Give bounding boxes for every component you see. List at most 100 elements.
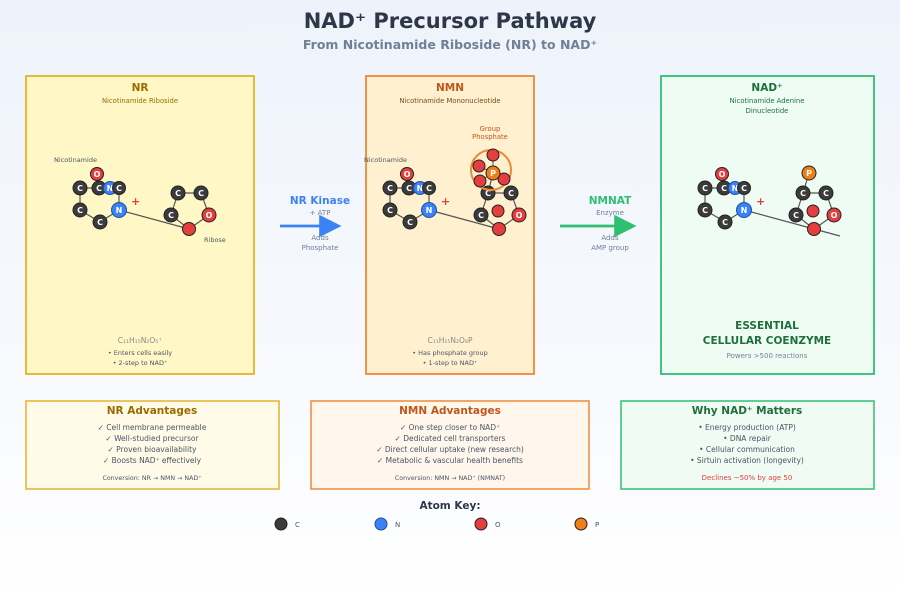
- carbon-atom: C: [818, 185, 834, 201]
- nr-ribose-label: Ribose: [204, 236, 226, 244]
- atom-key-label: P: [595, 521, 599, 529]
- oxygen-atom: [497, 172, 511, 186]
- nad-decline-footer: Declines ~50% by age 50: [702, 474, 793, 482]
- page-subtitle: From Nicotinamide Riboside (NR) to NAD⁺: [303, 37, 597, 52]
- svg-text:O: O: [206, 211, 213, 220]
- nad-matters-item: • DNA repair: [723, 434, 772, 443]
- nmn-advantages-title: NMN Advantages: [399, 405, 501, 417]
- nr-advantage-item: ✓ Cell membrane permeable: [98, 423, 207, 432]
- oxygen-atom: [182, 222, 196, 236]
- carbon-atom: C: [92, 214, 108, 230]
- nr-full-name: Nicotinamide Riboside: [102, 97, 178, 105]
- phosphate-group: P: [470, 148, 512, 191]
- nmn-bullet-1: • Has phosphate group: [412, 349, 488, 357]
- carbon-atom: C: [697, 180, 713, 196]
- step2-desc-1: Adds: [601, 234, 619, 242]
- step1-desc-1: Adds: [311, 234, 329, 242]
- nr-formula: C₁₁H₁₅N₂O₅⁺: [118, 336, 162, 345]
- carbon-atom: C: [716, 180, 732, 196]
- carbon-atom: C: [91, 180, 107, 196]
- nr-panel: NR Nicotinamide Riboside Nicotinamide Ri…: [25, 75, 255, 375]
- nmn-formula: C₁₁H₁₅N₂O₈P: [428, 336, 473, 345]
- nr-advantage-item: ✓ Boosts NAD⁺ effectively: [103, 456, 202, 465]
- carbon-atom: C: [112, 181, 126, 195]
- carbon-atom: C: [473, 207, 489, 223]
- svg-text:C: C: [116, 184, 122, 193]
- oxygen-atom: O: [511, 207, 527, 223]
- svg-text:O: O: [719, 170, 726, 179]
- carbon-atom: C: [422, 181, 436, 195]
- atom-key-label: C: [295, 521, 300, 529]
- svg-text:N: N: [116, 206, 123, 215]
- carbon-atom: C: [795, 185, 811, 201]
- carbon-atom: C: [737, 181, 751, 195]
- powers-label: Powers >500 reactions: [727, 352, 808, 360]
- oxygen-atom: [806, 204, 820, 218]
- carbon-atom: C: [72, 180, 88, 196]
- carbon-atom: C: [170, 185, 186, 201]
- carbon-atom: C: [382, 202, 398, 218]
- svg-text:C: C: [426, 184, 432, 193]
- svg-text:C: C: [741, 184, 747, 193]
- positive-charge: +: [441, 195, 450, 208]
- svg-text:C: C: [175, 189, 181, 198]
- svg-text:C: C: [97, 218, 103, 227]
- nad-matters-item: • Sirtuin activation (longevity): [690, 456, 804, 465]
- carbon-atom: C: [193, 185, 209, 201]
- svg-text:C: C: [702, 206, 708, 215]
- essential-label-1: ESSENTIAL: [735, 320, 799, 332]
- svg-text:C: C: [800, 189, 806, 198]
- nr-bullet-1: • Enters cells easily: [108, 349, 172, 357]
- phosphorus-atom: P: [801, 165, 817, 181]
- nr-atoms: C C N C O C C N + C C O C: [72, 167, 217, 236]
- carbon-atom: C: [163, 207, 179, 223]
- atom-key-oxygen: O: [474, 517, 501, 531]
- step2-desc-2: AMP group: [591, 244, 629, 252]
- svg-text:O: O: [94, 170, 101, 179]
- svg-text:N: N: [107, 184, 114, 193]
- nr-advantage-item: ✓ Well-studied precursor: [105, 434, 199, 443]
- oxygen-atom: O: [90, 167, 104, 181]
- nmn-advantage-item: ✓ Direct cellular uptake (new research): [376, 445, 524, 454]
- nitrogen-atom: N: [111, 202, 127, 218]
- nad-matters-item: • Cellular communication: [699, 445, 795, 454]
- nmn-panel: NMN Nicotinamide Mononucleotide Group Ph…: [364, 75, 535, 375]
- svg-text:P: P: [490, 169, 496, 178]
- nr-bullet-2: • 2-step to NAD⁺: [113, 359, 168, 367]
- svg-text:C: C: [793, 211, 799, 220]
- carbon-atom: C: [382, 180, 398, 196]
- phosphorus-swatch-icon: [574, 517, 588, 531]
- svg-text:C: C: [168, 211, 174, 220]
- oxygen-atom: [807, 222, 821, 236]
- positive-charge: +: [131, 195, 140, 208]
- oxygen-atom: [486, 148, 500, 162]
- svg-text:C: C: [485, 189, 491, 198]
- svg-text:N: N: [426, 206, 433, 215]
- nmn-name: NMN: [436, 82, 464, 94]
- nmn-conversion-footer: Conversion: NMN → NAD⁺ (NMNAT): [395, 475, 505, 482]
- oxygen-atom: O: [715, 167, 729, 181]
- nad-panel: NAD⁺ Nicotinamide Adenine Dinucleotide C…: [660, 75, 875, 375]
- page-title: NAD⁺ Precursor Pathway: [304, 9, 597, 33]
- nad-matters-card: Why NAD⁺ Matters • Energy production (AT…: [620, 400, 875, 490]
- nr-nicotinamide-label: Nicotinamide: [54, 156, 97, 164]
- enzyme-label: Enzyme: [596, 209, 624, 217]
- svg-text:O: O: [516, 211, 523, 220]
- svg-text:N: N: [417, 184, 424, 193]
- oxygen-atom: [492, 222, 506, 236]
- svg-text:C: C: [478, 211, 484, 220]
- svg-text:C: C: [406, 184, 412, 193]
- carbon-atom: C: [717, 214, 733, 230]
- nad-full-name-1: Nicotinamide Adenine: [730, 97, 805, 105]
- nad-atoms: C C N C O C C N + C C O C P: [697, 165, 842, 236]
- svg-text:C: C: [721, 184, 727, 193]
- nr-kinase-label: NR Kinase: [290, 195, 350, 207]
- oxygen-atom: O: [400, 167, 414, 181]
- svg-text:O: O: [404, 170, 411, 179]
- oxygen-atom: [491, 204, 505, 218]
- carbon-atom: C: [788, 207, 804, 223]
- oxygen-atom: [473, 174, 487, 188]
- atom-key-nitrogen: N: [374, 517, 400, 531]
- atom-key: Atom Key: C N O P: [274, 500, 599, 531]
- phosphate-label: Phosphate: [472, 133, 508, 141]
